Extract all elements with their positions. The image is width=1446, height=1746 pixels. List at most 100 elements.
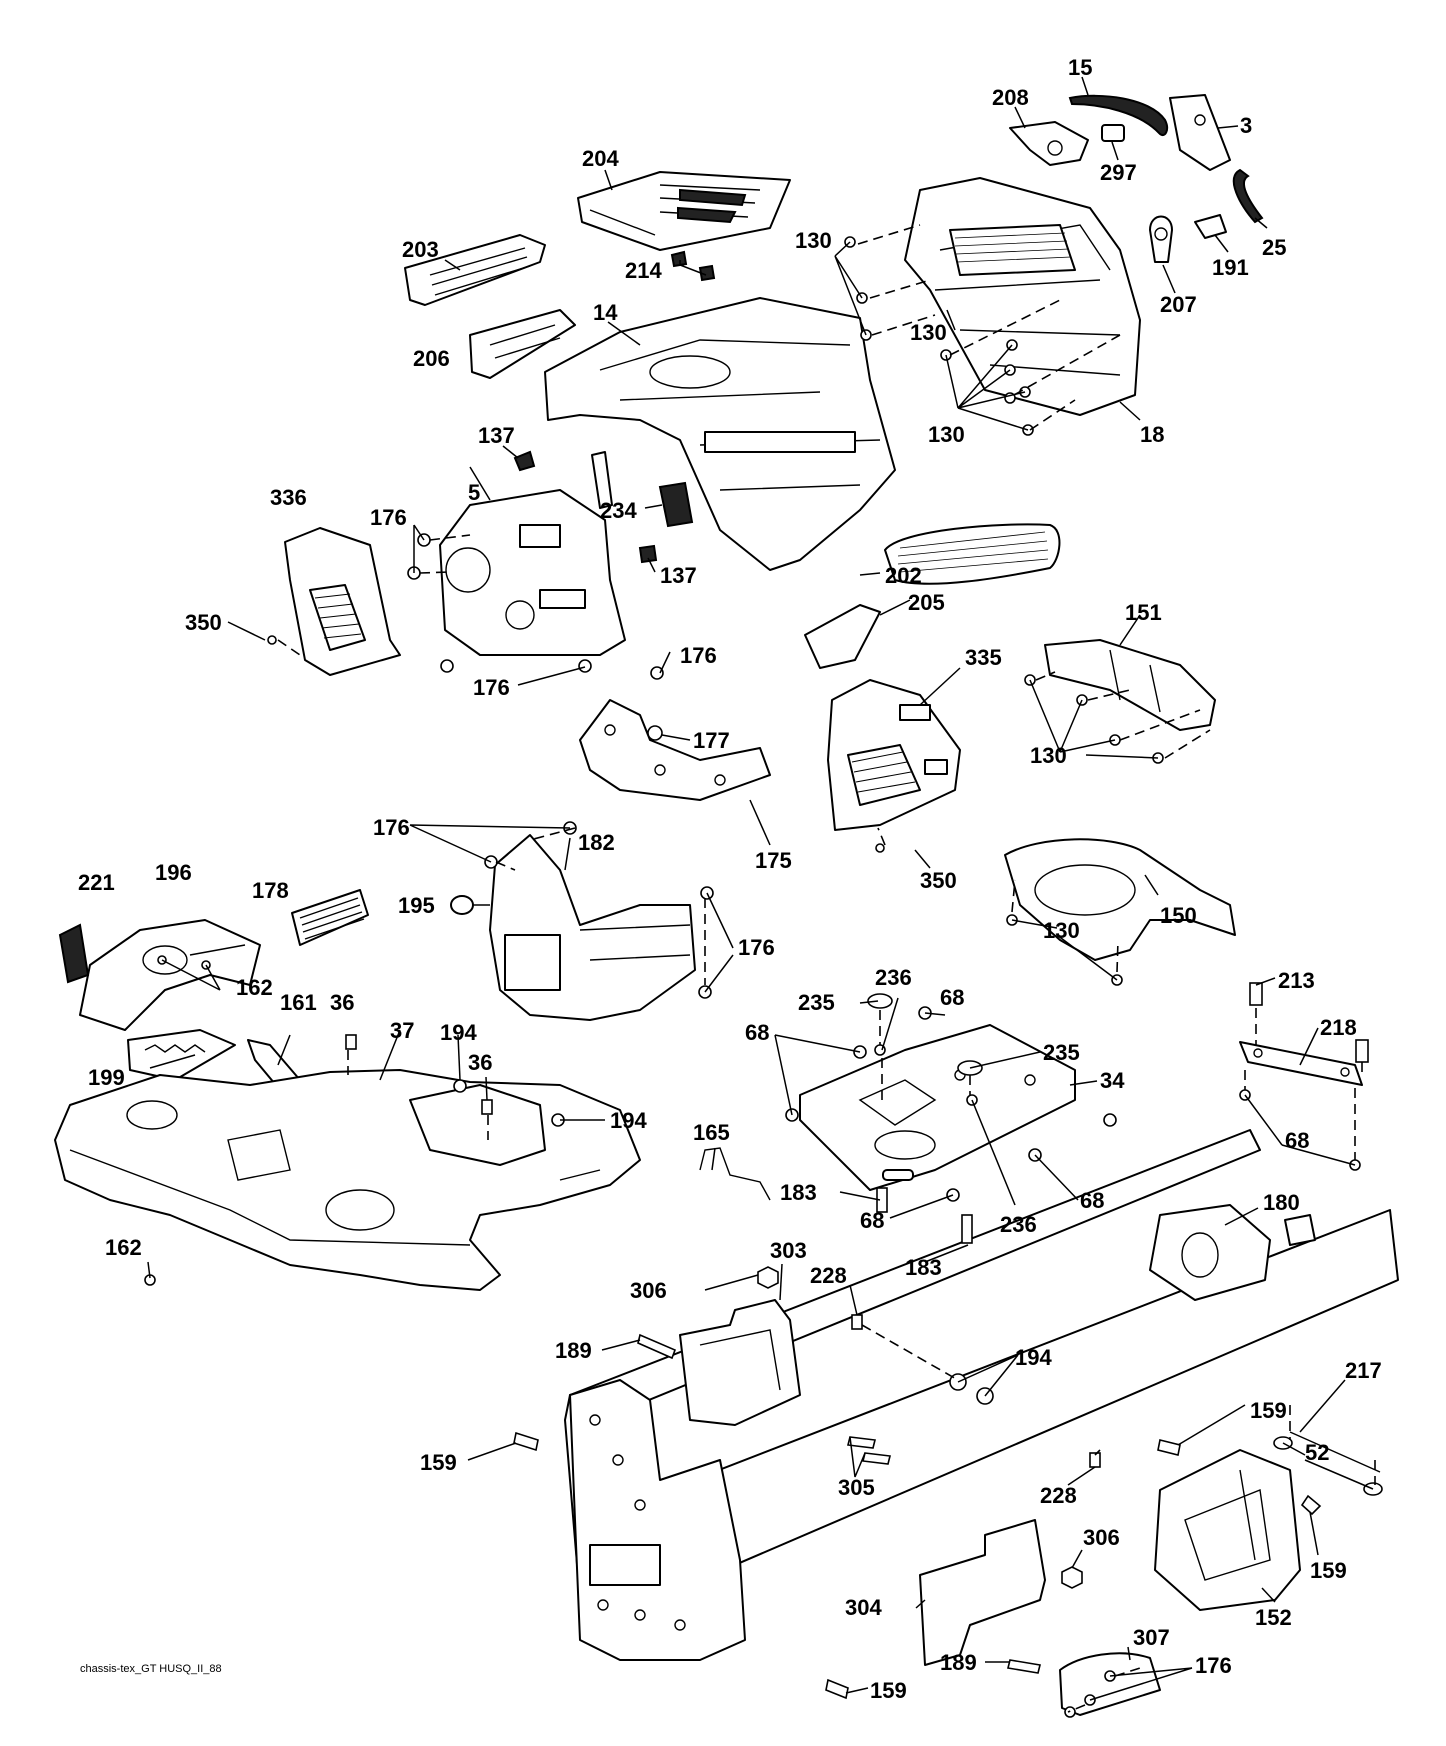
callout-176: 176	[373, 815, 410, 840]
callout-235: 235	[1043, 1040, 1080, 1065]
drawing-code: chassis-tex_GT HUSQ_II_88	[80, 1663, 222, 1675]
footrest-152	[1154, 1449, 1301, 1611]
callout-15: 15	[1068, 55, 1092, 80]
callout-214: 214	[625, 258, 662, 283]
callout-306: 306	[630, 1278, 667, 1303]
callout-235: 235	[798, 990, 835, 1015]
shield-304	[919, 1519, 1046, 1666]
callout-199: 199	[88, 1065, 125, 1090]
callout-68: 68	[1080, 1188, 1104, 1213]
mount-plate-34	[799, 1024, 1076, 1191]
cover-307	[1059, 1652, 1161, 1716]
callout-194: 194	[440, 1020, 477, 1045]
callout-18: 18	[1140, 422, 1164, 447]
callout-182: 182	[578, 830, 615, 855]
callout-162: 162	[105, 1235, 142, 1260]
callout-189: 189	[940, 1650, 977, 1675]
callout-36: 36	[468, 1050, 492, 1075]
hardware-fasteners	[144, 236, 1383, 1718]
callout-350: 350	[920, 868, 957, 893]
callout-130: 130	[928, 422, 965, 447]
callout-159: 159	[420, 1450, 457, 1475]
callout-130: 130	[1030, 743, 1067, 768]
side-panel-335	[827, 679, 961, 831]
callout-130: 130	[910, 320, 947, 345]
callout-68: 68	[745, 1020, 769, 1045]
callout-195: 195	[398, 893, 435, 918]
hood-panel-204	[577, 171, 791, 251]
callout-207: 207	[1160, 292, 1197, 317]
callout-204: 204	[582, 146, 619, 171]
callout-180: 180	[1263, 1190, 1300, 1215]
callout-191: 191	[1212, 255, 1249, 280]
callout-152: 152	[1255, 1605, 1292, 1630]
callout-52: 52	[1305, 1440, 1329, 1465]
fender-deck-37	[54, 1069, 641, 1291]
callout-307: 307	[1133, 1625, 1170, 1650]
callout-189: 189	[555, 1338, 592, 1363]
side-panel-336	[284, 527, 401, 676]
callout-3: 3	[1240, 113, 1252, 138]
callout-236: 236	[875, 965, 912, 990]
callout-159: 159	[870, 1678, 907, 1703]
callout-206: 206	[413, 346, 450, 371]
tray-199	[127, 1029, 236, 1081]
frame-side-plate	[569, 1379, 746, 1661]
callout-34: 34	[1100, 1068, 1125, 1093]
callout-36: 36	[330, 990, 354, 1015]
callout-336: 336	[270, 485, 307, 510]
callout-14: 14	[593, 300, 618, 325]
callout-68: 68	[940, 985, 964, 1010]
callout-68: 68	[1285, 1128, 1309, 1153]
lens-3	[1169, 94, 1231, 171]
front-grille-housing-18	[904, 177, 1141, 416]
plug-195	[450, 895, 474, 915]
clip-137	[513, 450, 658, 564]
callout-217: 217	[1345, 1358, 1382, 1383]
assembly-dashed-lines	[277, 224, 1376, 1713]
floor-panel-150	[1004, 838, 1236, 961]
callout-228: 228	[1040, 1483, 1077, 1508]
callout-176: 176	[1195, 1653, 1232, 1678]
callout-151: 151	[1125, 600, 1162, 625]
callout-177: 177	[693, 728, 730, 753]
callout-162: 162	[236, 975, 273, 1000]
hood-14	[544, 297, 896, 571]
decal-234	[591, 451, 694, 528]
bracket-175	[579, 699, 771, 801]
callout-304: 304	[845, 1595, 882, 1620]
socket-207	[1149, 215, 1173, 263]
callout-137: 137	[478, 423, 515, 448]
callout-183: 183	[905, 1255, 942, 1280]
clip-297	[1101, 124, 1125, 142]
callout-228: 228	[810, 1263, 847, 1288]
callout-176: 176	[473, 675, 510, 700]
dash-lower-182	[489, 834, 696, 1021]
grille-202	[884, 523, 1061, 585]
callout-218: 218	[1320, 1015, 1357, 1040]
callout-194: 194	[1015, 1345, 1052, 1370]
callout-130: 130	[795, 228, 832, 253]
shield-303	[679, 1299, 801, 1426]
bulb-191	[1194, 214, 1227, 239]
callout-68: 68	[860, 1208, 884, 1233]
callout-176: 176	[370, 505, 407, 530]
trim-205	[804, 604, 881, 669]
callout-159: 159	[1250, 1398, 1287, 1423]
bracket-151	[1044, 639, 1216, 731]
callout-194: 194	[610, 1108, 647, 1133]
light-bracket-208	[1009, 121, 1089, 166]
callout-208: 208	[992, 85, 1029, 110]
clip-214	[670, 250, 716, 282]
grille-203	[404, 234, 546, 306]
callout-37: 37	[390, 1018, 414, 1043]
callout-297: 297	[1100, 160, 1137, 185]
callout-165: 165	[693, 1120, 730, 1145]
cupholder-206	[469, 309, 576, 379]
callout-183: 183	[780, 1180, 817, 1205]
callout-350: 350	[185, 610, 222, 635]
callout-176: 176	[738, 935, 775, 960]
callout-196: 196	[155, 860, 192, 885]
callout-335: 335	[965, 645, 1002, 670]
